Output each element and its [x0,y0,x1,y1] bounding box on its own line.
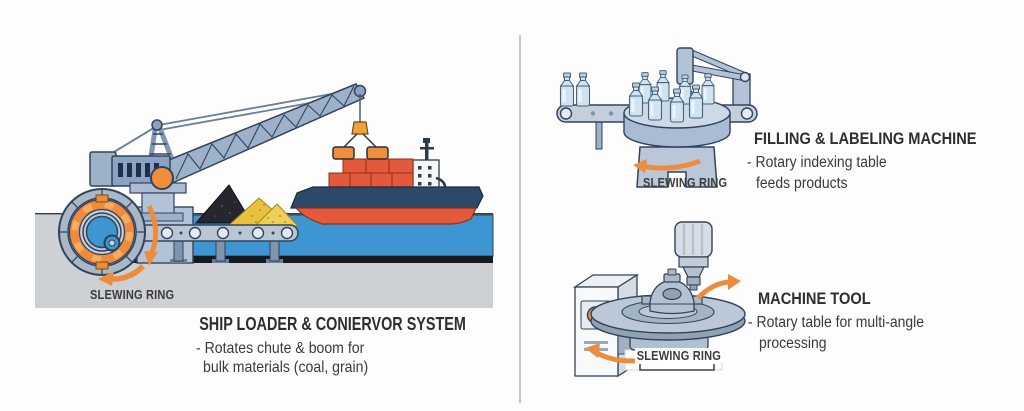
spindle-head [674,221,713,291]
machine-tool-caption: MACHINE TOOL - Rotary table for multi-an… [748,289,944,354]
bridge-windows [418,166,432,186]
filling-machine-desc-line2: feeds products [756,175,848,192]
lattice-boom [152,83,366,185]
ship-loader-desc-line2: bulk materials (coal, grain) [203,359,369,376]
boom-pivot [150,166,174,190]
label-bracket [639,364,715,371]
grab-bucket [366,146,389,160]
filling-machine-caption: FILLING & LABELING MACHINE - Rotary inde… [747,129,1013,194]
workpiece [641,268,703,315]
ship-loader-description: - Rotates chute & boom for bulk material… [196,339,368,377]
ship-loader-caption: SHIP LOADER & CONIERVOR SYSTEM [167,314,489,335]
rotation-arrow-icon [633,158,701,173]
slewing-ring-label-ship-loader: SLEWING RING [90,287,175,302]
rotation-arrow-icon [98,204,159,286]
vertical-divider [519,35,521,403]
machine-tool-illustration [572,221,746,378]
ship-hull [294,207,477,225]
filling-machine-title: FILLING & LABELING MACHINE [754,129,977,148]
slewing-ring-label-filling-machine: SLEWING RING [643,175,728,190]
ship-deck [290,186,484,209]
grab-bucket [332,146,355,160]
machine-tool-desc-line2: processing [759,335,827,352]
labeling-arm [691,49,751,111]
filling-machine-illustration [556,47,758,188]
cargo-ship [290,138,484,225]
ship-loader-title: SHIP LOADER & CONIERVOR SYSTEM [199,314,466,334]
ship-loader-illustration [35,83,494,308]
filling-machine-desc-line1: - Rotary indexing table [747,154,887,171]
coal-pile [194,184,253,224]
machine-tool-title: MACHINE TOOL [758,289,871,308]
ship-loader-desc-line1: - Rotates chute & boom for [196,340,365,357]
slewing-ring-icon [58,188,146,276]
slewing-crane [89,83,389,222]
machine-tool-desc-line1: - Rotary table for multi-angle [748,314,925,331]
slewing-ring-label-machine-tool: SLEWING RING [635,348,723,363]
containers [328,158,414,188]
